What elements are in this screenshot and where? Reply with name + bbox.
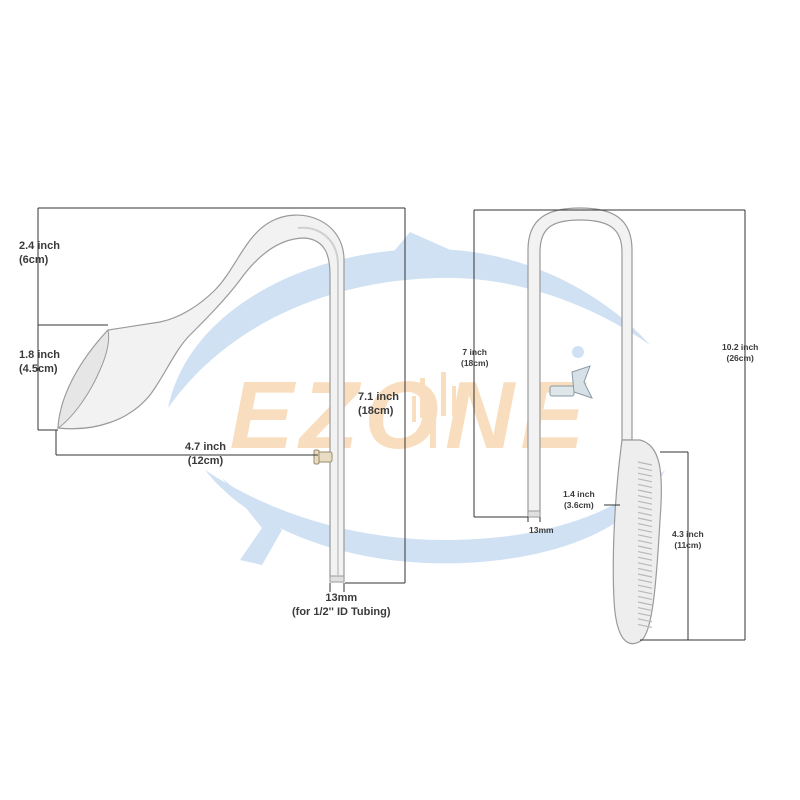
label-top-length-cm: (6cm) xyxy=(19,253,49,266)
strainer-slot xyxy=(637,478,653,483)
strainer-slot xyxy=(637,623,653,628)
strainer-slot xyxy=(637,500,653,505)
strainer-slot xyxy=(637,584,653,589)
strainer-slot xyxy=(637,595,653,600)
label-tube-diameter-right: 13mm xyxy=(529,525,554,536)
strainer-slot xyxy=(637,590,653,595)
strainer-slot xyxy=(637,562,653,567)
strainer-slot xyxy=(637,539,653,544)
label-height-left: 7.1 inch (18cm) xyxy=(358,391,399,419)
label-reach-inch: 4.7 inch xyxy=(185,441,226,453)
strainer-slot xyxy=(637,495,653,500)
glass-tube-left xyxy=(57,214,345,581)
coral-icon xyxy=(412,372,456,448)
strainer-slot xyxy=(637,472,653,477)
strainer-slot xyxy=(637,489,653,494)
label-top-length: 2.4 inch (6cm) xyxy=(19,240,60,268)
suction-clip-icon xyxy=(313,449,333,465)
label-head-length-cm: (11cm) xyxy=(674,539,702,550)
dimension-lines-left xyxy=(37,207,406,592)
label-mouth-height-inch: 1.8 inch xyxy=(19,349,60,361)
label-total-length: 10.2 inch (26cm) xyxy=(722,342,758,363)
label-tube-diameter-left-mm: 13mm xyxy=(325,592,358,604)
label-height-left-inch: 7.1 inch xyxy=(358,391,399,403)
strainer-slot xyxy=(637,551,653,556)
dimension-lines-right xyxy=(473,209,746,641)
strainer-slot xyxy=(637,511,653,516)
fish-swoosh-lower xyxy=(205,470,665,564)
label-width: 1.4 inch (3.6cm) xyxy=(563,489,595,510)
strainer-slot xyxy=(637,601,653,606)
label-tube-diameter-right-mm: 13mm xyxy=(529,525,554,535)
label-width-cm: (3.6cm) xyxy=(563,499,594,510)
strainer-slot xyxy=(637,528,653,533)
lily-pipe-inflow xyxy=(473,207,746,645)
watermark-logo: EZONE xyxy=(168,232,665,565)
fish-fin-icon xyxy=(380,232,455,268)
label-head-length: 4.3 inch (11cm) xyxy=(672,529,704,550)
label-leg-length-inch: 7 inch xyxy=(462,347,487,357)
glass-highlight xyxy=(297,226,339,575)
tube-end-right xyxy=(527,510,541,518)
strainer-slot xyxy=(637,517,653,522)
label-total-length-cm: (26cm) xyxy=(726,352,754,363)
label-head-length-inch: 4.3 inch xyxy=(672,529,704,539)
suction-clip-wing-icon xyxy=(549,365,593,399)
lily-pipe-outflow xyxy=(37,207,406,592)
strainer-slot xyxy=(637,461,653,466)
label-tube-diameter-left: 13mm (for 1/2'' ID Tubing) xyxy=(292,592,391,620)
label-tube-diameter-left-note: (for 1/2'' ID Tubing) xyxy=(292,605,391,618)
label-total-length-inch: 10.2 inch xyxy=(722,342,759,352)
strainer-slot xyxy=(637,545,653,550)
label-height-left-cm: (18cm) xyxy=(358,404,394,417)
strainer-slot xyxy=(637,612,653,617)
fish-eye-icon xyxy=(572,346,584,358)
fish-tail-icon xyxy=(222,478,282,565)
tube-end xyxy=(329,575,345,583)
label-width-inch: 1.4 inch xyxy=(563,489,595,499)
label-leg-length-cm: (18cm) xyxy=(461,357,489,368)
strainer-slot xyxy=(637,607,653,612)
mouth-opening xyxy=(57,328,110,429)
strainer-slot xyxy=(637,579,653,584)
strainer-slot xyxy=(637,567,653,572)
strainer-slot xyxy=(637,534,653,539)
strainer-slot xyxy=(637,467,653,472)
strainer-head xyxy=(612,439,662,645)
label-mouth-height: 1.8 inch (4.5cm) xyxy=(19,349,60,377)
strainer-slot xyxy=(637,506,653,511)
label-reach: 4.7 inch (12cm) xyxy=(185,441,226,469)
strainer-slot xyxy=(637,523,653,528)
strainer-slot xyxy=(637,556,653,561)
strainer-slot xyxy=(637,483,653,488)
watermark-text: EZONE xyxy=(230,362,591,469)
strainer-slots xyxy=(637,461,653,628)
strainer-slot xyxy=(637,618,653,623)
label-mouth-height-cm: (4.5cm) xyxy=(19,362,58,375)
label-leg-length: 7 inch (18cm) xyxy=(461,347,488,368)
strainer-slot xyxy=(637,573,653,578)
label-top-length-inch: 2.4 inch xyxy=(19,240,60,252)
label-reach-cm: (12cm) xyxy=(187,454,224,467)
